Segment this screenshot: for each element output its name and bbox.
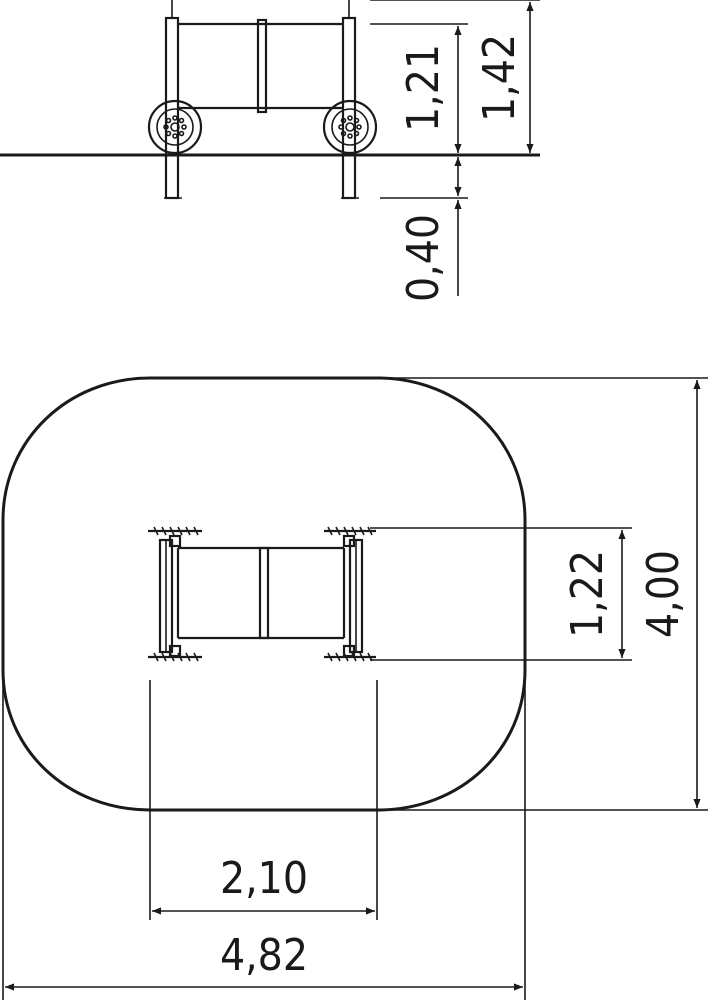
dimension-label-1-22: 1,22: [562, 550, 613, 638]
side-view: 1,21 1,42 0,40: [0, 0, 540, 302]
safety-area-outline: [1, 376, 527, 812]
right-post: [341, 0, 359, 200]
dimension-label-0-40: 0,40: [398, 214, 449, 302]
plan-view: 1,22 4,00 2,10 4,82: [1, 376, 708, 1000]
dimension-label-4-00: 4,00: [638, 550, 689, 638]
dimension-label-1-42: 1,42: [474, 34, 525, 122]
left-wheel: [147, 99, 203, 155]
dimension-label-1-21: 1,21: [398, 44, 449, 132]
equipment-plan: [148, 526, 376, 662]
dimension-label-4-82: 4,82: [220, 930, 308, 981]
seat-body: [178, 18, 343, 114]
left-post: [164, 0, 182, 200]
right-wheel: [322, 99, 378, 155]
dimension-label-2-10: 2,10: [220, 853, 308, 904]
